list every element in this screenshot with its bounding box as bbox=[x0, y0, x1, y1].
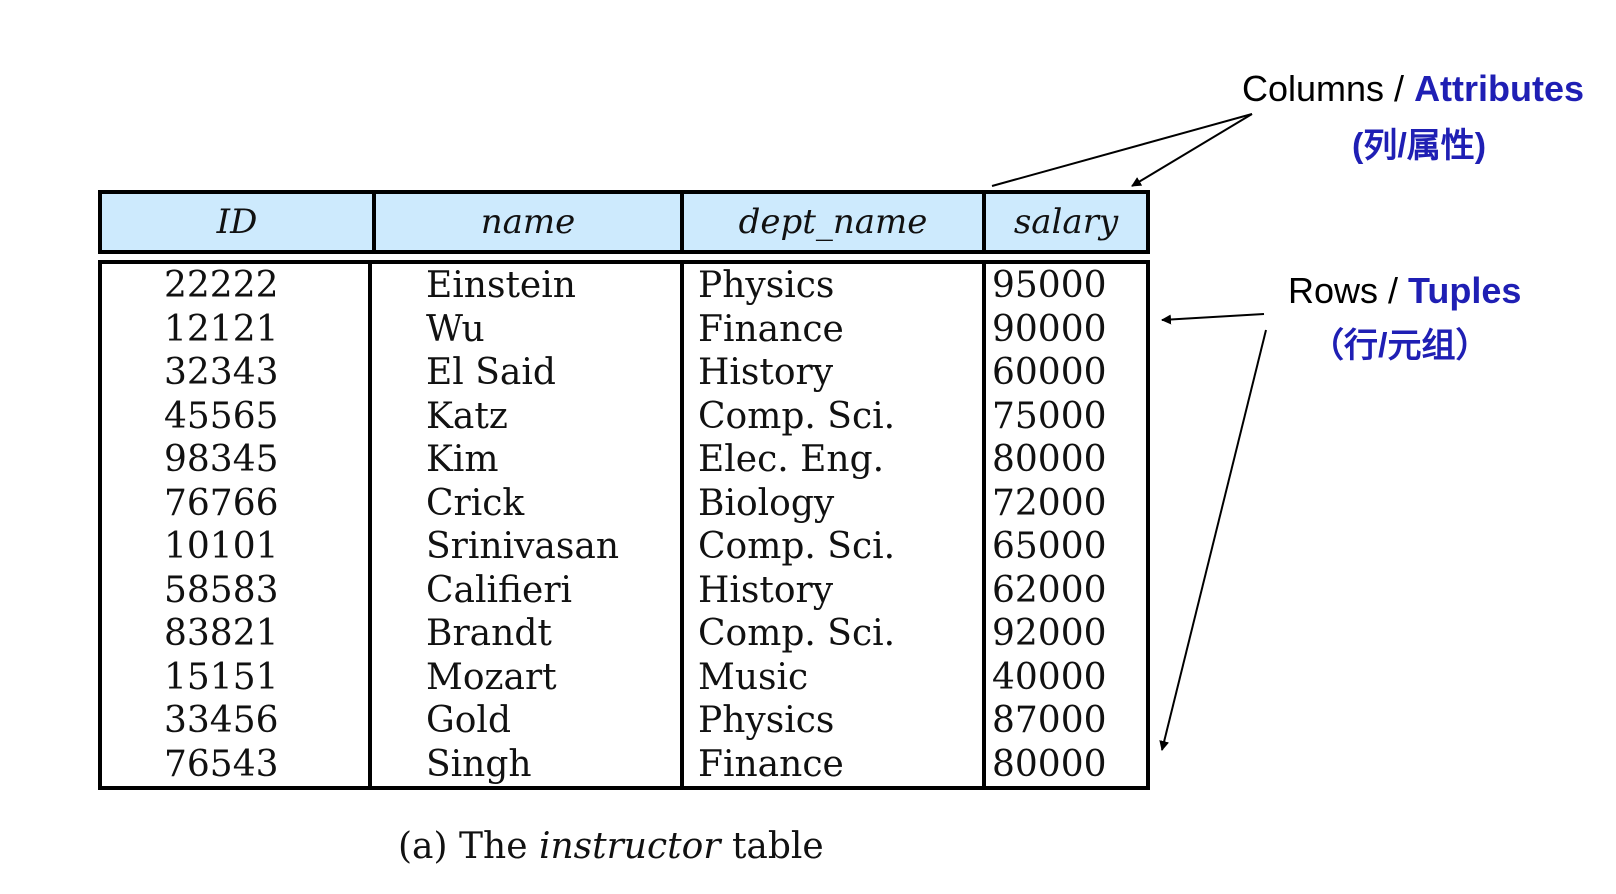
cell-id: 15151 bbox=[164, 656, 279, 698]
cell-id: 33456 bbox=[164, 700, 279, 741]
cell-salary: 80000 bbox=[992, 743, 1107, 785]
cell-id: 76766 bbox=[164, 482, 279, 524]
column-divider bbox=[982, 264, 986, 786]
cell-name: Mozart bbox=[426, 656, 557, 698]
cell-salary: 60000 bbox=[992, 352, 1107, 393]
cell-salary: 95000 bbox=[992, 265, 1107, 306]
table-caption: (a) The instructor table bbox=[398, 826, 824, 867]
cell-id: 58583 bbox=[164, 569, 279, 611]
columns-annotation-term: Attributes bbox=[1414, 68, 1585, 109]
cell-id: 83821 bbox=[164, 613, 279, 654]
cell-dept-name: Physics bbox=[698, 700, 835, 741]
header-divider bbox=[680, 194, 684, 250]
cell-dept-name: Physics bbox=[698, 265, 835, 306]
header-salary: salary bbox=[1013, 202, 1119, 242]
cell-dept-name: History bbox=[698, 352, 834, 393]
arrow-to-row bbox=[1161, 313, 1265, 325]
cell-name: Gold bbox=[426, 700, 511, 741]
caption-prefix: (a) The bbox=[398, 826, 539, 867]
columns-annotation: Columns / Attributes bbox=[1242, 68, 1584, 110]
cell-dept-name: Finance bbox=[698, 743, 844, 785]
cell-id: 12121 bbox=[164, 308, 279, 350]
table-header: ID name dept_name salary bbox=[98, 190, 1150, 254]
arrow-to-last-row bbox=[1159, 329, 1267, 751]
header-divider bbox=[982, 194, 986, 250]
cell-salary: 90000 bbox=[992, 308, 1107, 350]
header-divider bbox=[372, 194, 376, 250]
cell-name: Kim bbox=[426, 439, 499, 480]
header-name: name bbox=[480, 202, 576, 242]
cell-id: 10101 bbox=[164, 526, 279, 567]
cell-name: Katz bbox=[426, 395, 508, 437]
cell-name: Einstein bbox=[426, 265, 576, 306]
rows-annotation: Rows / Tuples bbox=[1288, 270, 1521, 312]
cell-dept-name: Biology bbox=[698, 482, 835, 524]
column-divider bbox=[368, 264, 372, 786]
cell-name: Crick bbox=[426, 482, 525, 524]
cell-id: 45565 bbox=[164, 395, 279, 437]
cell-name: Srinivasan bbox=[426, 526, 620, 567]
cell-dept-name: Elec. Eng. bbox=[698, 439, 885, 480]
cell-salary: 75000 bbox=[992, 395, 1107, 437]
cell-dept-name: Music bbox=[698, 656, 809, 698]
rows-annotation-chinese: （行/元组） bbox=[1310, 327, 1490, 365]
columns-annotation-chinese: (列/属性) bbox=[1352, 127, 1487, 165]
cell-id: 76543 bbox=[164, 743, 279, 785]
arrow-to-salary bbox=[1131, 113, 1253, 187]
cell-salary: 80000 bbox=[992, 439, 1107, 480]
caption-table-name: instructor bbox=[538, 826, 721, 867]
cell-salary: 72000 bbox=[992, 482, 1107, 524]
cell-name: Wu bbox=[426, 308, 485, 350]
cell-id: 98345 bbox=[164, 439, 279, 480]
cell-salary: 62000 bbox=[992, 569, 1107, 611]
cell-id: 32343 bbox=[164, 352, 279, 393]
cell-dept-name: History bbox=[698, 569, 834, 611]
caption-suffix: table bbox=[720, 826, 824, 867]
cell-dept-name: Comp. Sci. bbox=[698, 613, 896, 654]
header-id: ID bbox=[216, 202, 258, 242]
cell-id: 22222 bbox=[164, 265, 279, 306]
cell-dept-name: Comp. Sci. bbox=[698, 526, 896, 567]
cell-dept-name: Comp. Sci. bbox=[698, 395, 896, 437]
rows-annotation-prefix: Rows / bbox=[1288, 270, 1409, 311]
cell-salary: 65000 bbox=[992, 526, 1107, 567]
cell-salary: 87000 bbox=[992, 700, 1107, 741]
cell-name: Califieri bbox=[426, 569, 573, 611]
arrow-to-dept-name bbox=[991, 113, 1253, 187]
cell-salary: 40000 bbox=[992, 656, 1107, 698]
header-dept-name: dept_name bbox=[738, 202, 928, 242]
cell-name: Brandt bbox=[426, 613, 552, 654]
columns-annotation-prefix: Columns / bbox=[1242, 68, 1415, 109]
rows-annotation-term: Tuples bbox=[1408, 270, 1522, 311]
cell-dept-name: Finance bbox=[698, 308, 844, 350]
cell-salary: 92000 bbox=[992, 613, 1107, 654]
cell-name: Singh bbox=[426, 743, 532, 785]
cell-name: El Said bbox=[426, 352, 556, 393]
column-divider bbox=[680, 264, 684, 786]
